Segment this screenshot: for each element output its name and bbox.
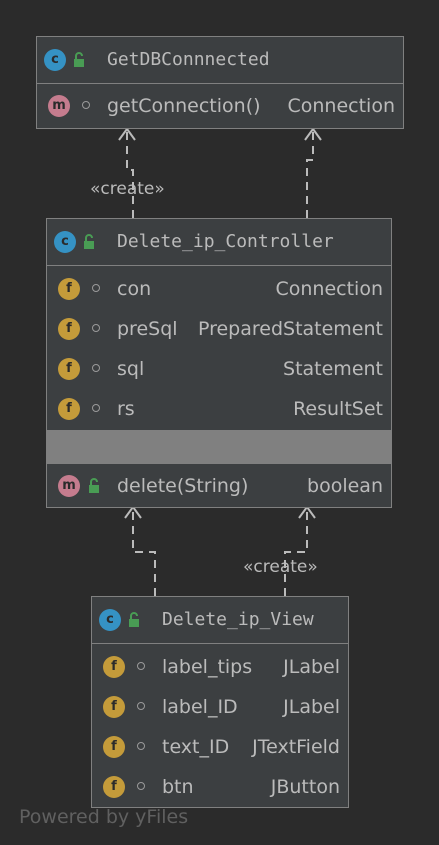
visibility-package-icon <box>137 782 145 790</box>
class-header: c Delete_ip_View <box>92 597 348 644</box>
field-type: JLabel <box>283 696 340 718</box>
field-row[interactable]: f rs ResultSet <box>47 389 391 429</box>
visibility-package-icon <box>92 404 100 412</box>
field-name: rs <box>117 398 135 420</box>
class-name: GetDBConnnected <box>107 49 270 70</box>
field-type: PreparedStatement <box>197 318 383 340</box>
edge-view-to-controller-left <box>132 508 156 596</box>
visibility-package-icon <box>82 101 90 109</box>
field-icon: f <box>103 776 125 798</box>
field-name: btn <box>162 776 194 798</box>
method-return-type: boolean <box>307 475 383 497</box>
visibility-package-icon <box>92 324 100 332</box>
field-row[interactable]: f sql Statement <box>47 349 391 389</box>
field-icon: f <box>58 358 80 380</box>
method-icon: m <box>58 475 80 497</box>
field-row[interactable]: f btn JButton <box>92 767 348 807</box>
field-name: text_ID <box>162 736 230 758</box>
field-row[interactable]: f label_tips JLabel <box>92 647 348 687</box>
field-icon: f <box>58 398 80 420</box>
arrowhead-getdb-left <box>118 127 136 141</box>
field-icon: f <box>103 696 125 718</box>
method-icon: m <box>48 95 70 117</box>
method-row[interactable]: m delete(String) boolean <box>47 466 391 506</box>
edge-controller-to-getdb-left <box>126 130 134 218</box>
public-lock-icon <box>129 612 139 627</box>
class-name: Delete_ip_View <box>162 609 314 630</box>
method-return-type: Connection <box>287 95 395 117</box>
field-type: JTextField <box>252 736 340 758</box>
field-icon: f <box>58 278 80 300</box>
class-node-getdbconnnected[interactable]: c GetDBConnnected m getConnection() Conn… <box>36 36 404 129</box>
create-stereotype-label: «create» <box>243 557 318 577</box>
visibility-package-icon <box>92 364 100 372</box>
field-type: JButton <box>270 776 340 798</box>
field-row[interactable]: f text_ID JTextField <box>92 727 348 767</box>
field-name: sql <box>117 358 145 380</box>
field-name: con <box>117 278 152 300</box>
empty-section-band <box>47 430 391 463</box>
field-name: label_tips <box>162 656 253 678</box>
visibility-package-icon <box>137 702 145 710</box>
class-icon: c <box>44 49 66 71</box>
field-icon: f <box>103 736 125 758</box>
visibility-package-icon <box>137 742 145 750</box>
field-type: Connection <box>275 278 383 300</box>
field-icon: f <box>103 656 125 678</box>
field-row[interactable]: f con Connection <box>47 269 391 309</box>
field-type: ResultSet <box>293 398 383 420</box>
field-type: JLabel <box>283 656 340 678</box>
field-name: label_ID <box>162 696 238 718</box>
arrowhead-getdb-right <box>304 127 322 141</box>
class-icon: c <box>54 231 76 253</box>
class-node-delete-ip-view[interactable]: c Delete_ip_View f label_tips JLabel f l… <box>91 596 349 808</box>
class-name: Delete_ip_Controller <box>117 231 334 252</box>
field-type: Statement <box>283 358 383 380</box>
edge-view-to-controller-right <box>284 508 308 596</box>
edge-controller-to-getdb-right <box>306 130 314 218</box>
section-divider <box>47 463 391 464</box>
public-lock-icon <box>74 52 84 67</box>
field-name: preSql <box>117 318 178 340</box>
field-row[interactable]: f label_ID JLabel <box>92 687 348 727</box>
method-name: delete(String) <box>117 475 249 497</box>
visibility-package-icon <box>137 662 145 670</box>
powered-by-footer: Powered by yFiles <box>19 806 189 828</box>
create-stereotype-label: «create» <box>90 179 165 199</box>
class-icon: c <box>99 609 121 631</box>
public-lock-icon <box>89 478 99 493</box>
class-header: c Delete_ip_Controller <box>47 219 391 266</box>
method-name: getConnection() <box>107 95 261 117</box>
visibility-package-icon <box>92 284 100 292</box>
public-lock-icon <box>84 234 94 249</box>
class-node-delete-ip-controller[interactable]: c Delete_ip_Controller f con Connection … <box>46 218 392 508</box>
method-row[interactable]: m getConnection() Connection <box>37 86 403 126</box>
field-row[interactable]: f preSql PreparedStatement <box>47 309 391 349</box>
class-header: c GetDBConnnected <box>37 37 403 84</box>
field-icon: f <box>58 318 80 340</box>
